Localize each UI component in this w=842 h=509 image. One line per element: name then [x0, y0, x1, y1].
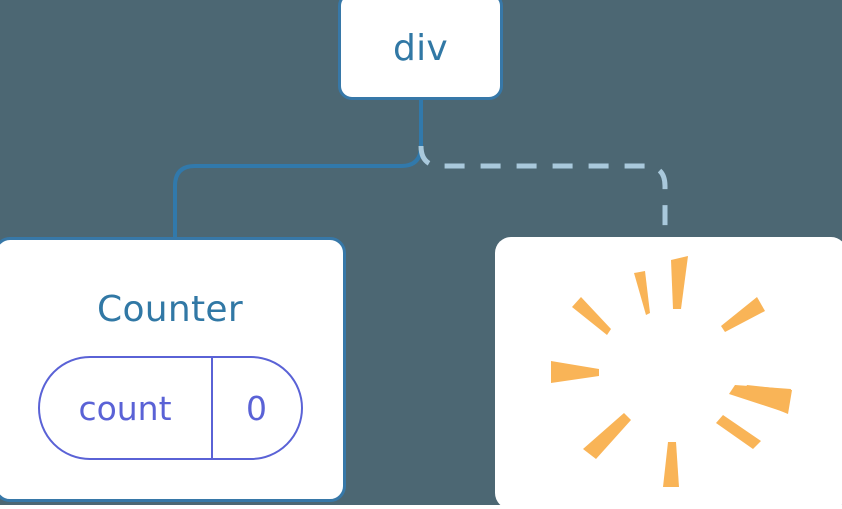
node-div[interactable]: div [338, 0, 503, 100]
ray-w [551, 361, 599, 383]
node-rerender[interactable] [495, 237, 842, 509]
edge-div-to-counter [173, 98, 423, 242]
ray-nnw [634, 271, 650, 315]
ray-s [663, 442, 679, 487]
node-counter-label: Counter [97, 289, 243, 330]
ray-n [671, 256, 688, 309]
state-key-label: count [40, 358, 213, 458]
ray-sw [583, 413, 631, 459]
node-counter[interactable]: Counter count 0 [0, 237, 346, 502]
state-value-label: 0 [246, 388, 267, 428]
state-pill[interactable]: count 0 [37, 356, 303, 460]
ray-ne [721, 297, 765, 332]
sparkle-burst-icon [551, 256, 792, 487]
ray-nw [572, 297, 611, 335]
ray-se [716, 415, 761, 449]
edge-div-to-rerender [418, 145, 668, 240]
node-div-label: div [392, 28, 449, 69]
ray-ene [742, 385, 792, 414]
